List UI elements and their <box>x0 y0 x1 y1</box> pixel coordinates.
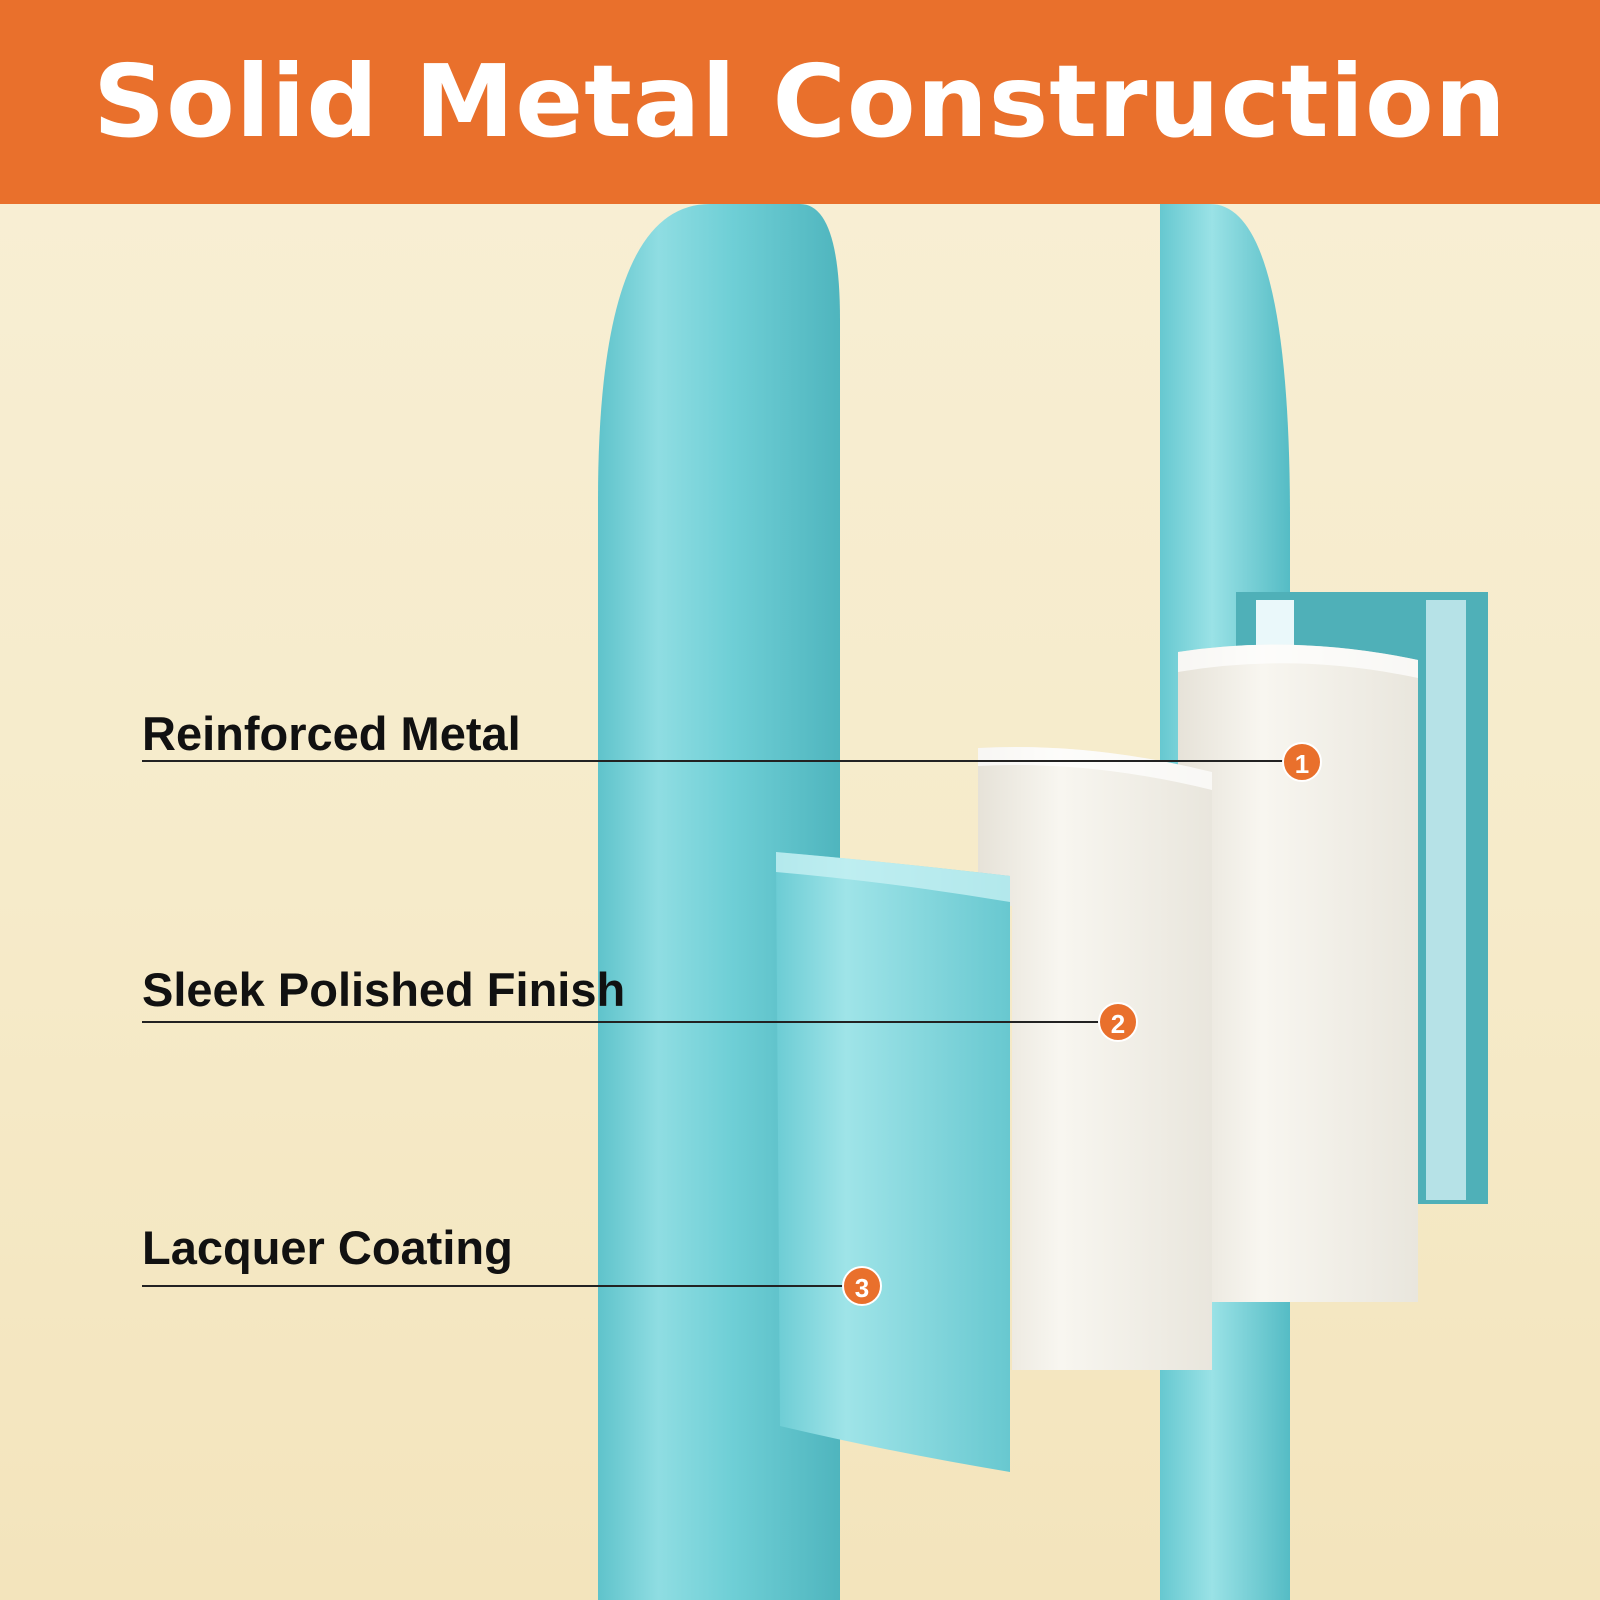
callout-marker-3 <box>842 1266 882 1306</box>
page-title: Solid Metal Construction <box>93 43 1507 160</box>
layer-polished-finish <box>978 747 1212 1370</box>
callout-label-reinforced-metal: Reinforced Metal <box>142 707 521 760</box>
layer-reinforced-metal <box>1178 644 1418 1302</box>
callout-number-1: 1 <box>1295 749 1309 779</box>
layer-lacquer-coating <box>776 852 1010 1472</box>
header-banner: Solid Metal Construction <box>0 0 1600 204</box>
callout-number-2: 2 <box>1111 1009 1125 1039</box>
callout-marker-2 <box>1098 1002 1138 1042</box>
callout-marker-1 <box>1282 742 1322 782</box>
callout-number-3: 3 <box>855 1273 869 1303</box>
callout-label-sleek-polished-finish: Sleek Polished Finish <box>142 963 626 1016</box>
callout-label-lacquer-coating: Lacquer Coating <box>142 1221 513 1274</box>
